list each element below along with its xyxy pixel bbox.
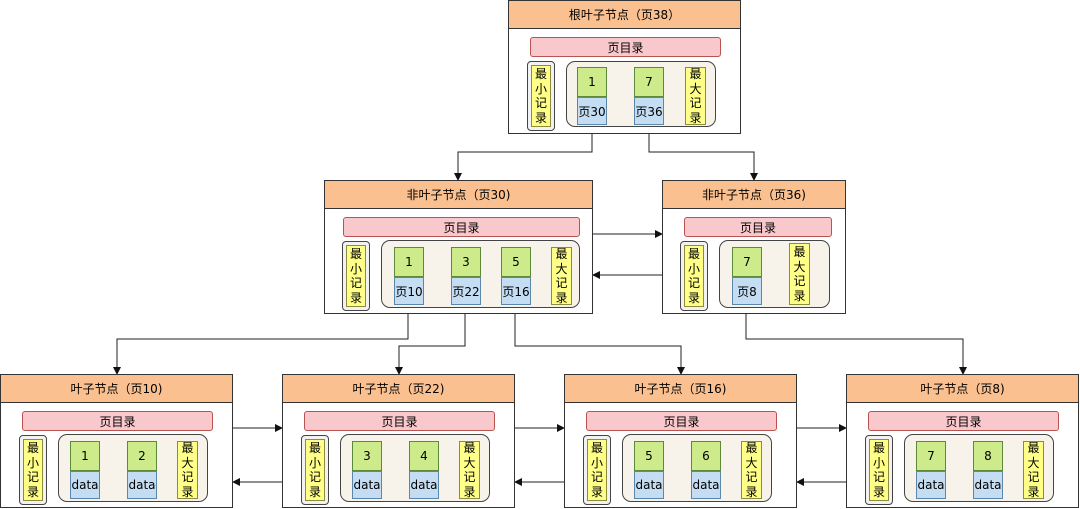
page-8-node: 叶子节点（页8) 页目录 最小记录 7 data 8 data 最大记录 bbox=[846, 374, 1079, 508]
record-key: 1 bbox=[394, 247, 424, 277]
record-key: 7 bbox=[634, 67, 664, 97]
page-22-title: 叶子节点（页22) bbox=[283, 375, 514, 403]
max-record: 最大记录 bbox=[459, 441, 480, 499]
min-record: 最小记录 bbox=[587, 439, 607, 501]
page-directory: 页目录 bbox=[22, 411, 213, 431]
record-key: 7 bbox=[916, 441, 946, 471]
record-key: 2 bbox=[127, 441, 157, 471]
record-key: 5 bbox=[634, 441, 664, 471]
min-record-box: 最小记录 bbox=[301, 435, 329, 505]
min-record: 最小记录 bbox=[23, 439, 43, 501]
min-record-box: 最小记录 bbox=[583, 435, 611, 505]
record-key: 5 bbox=[501, 247, 531, 277]
record-data: data bbox=[973, 471, 1003, 499]
record-child-pointer: 页16 bbox=[501, 277, 531, 305]
max-record: 最大记录 bbox=[551, 247, 572, 305]
page-directory: 页目录 bbox=[343, 217, 580, 237]
page-30-title: 非叶子节点（页30) bbox=[325, 181, 592, 209]
record-key: 1 bbox=[577, 67, 607, 97]
record-key: 7 bbox=[732, 247, 762, 277]
min-record: 最小记录 bbox=[684, 245, 704, 307]
record-key: 3 bbox=[352, 441, 382, 471]
max-record: 最大记录 bbox=[1023, 441, 1044, 499]
min-record: 最小记录 bbox=[531, 65, 551, 127]
min-record: 最小记录 bbox=[869, 439, 889, 501]
page-directory: 页目录 bbox=[304, 411, 495, 431]
page-10-node: 叶子节点（页10) 页目录 最小记录 1 data 2 data 最大记录 bbox=[0, 374, 233, 508]
max-record: 最大记录 bbox=[789, 243, 810, 305]
record-key: 3 bbox=[451, 247, 481, 277]
min-record: 最小记录 bbox=[305, 439, 325, 501]
record-child-pointer: 页10 bbox=[394, 277, 424, 305]
record-child-pointer: 页36 bbox=[634, 97, 664, 125]
page-directory: 页目录 bbox=[684, 217, 832, 237]
page-38-title: 根叶子节点（页38） bbox=[509, 1, 740, 29]
page-directory: 页目录 bbox=[868, 411, 1059, 431]
max-record: 最大记录 bbox=[685, 67, 706, 125]
record-data: data bbox=[409, 471, 439, 499]
record-child-pointer: 页30 bbox=[577, 97, 607, 125]
record-data: data bbox=[70, 471, 100, 499]
min-record-box: 最小记录 bbox=[342, 241, 370, 311]
page-10-title: 叶子节点（页10) bbox=[1, 375, 232, 403]
page-directory: 页目录 bbox=[586, 411, 777, 431]
record-child-pointer: 页22 bbox=[451, 277, 481, 305]
page-30-node: 非叶子节点（页30) 页目录 最小记录 1 页10 3 页22 5 页16 最大… bbox=[324, 180, 593, 314]
page-16-title: 叶子节点（页16) bbox=[565, 375, 796, 403]
record-data: data bbox=[352, 471, 382, 499]
page-8-title: 叶子节点（页8) bbox=[847, 375, 1078, 403]
min-record-box: 最小记录 bbox=[527, 61, 555, 131]
min-record: 最小记录 bbox=[346, 245, 366, 307]
min-record-box: 最小记录 bbox=[19, 435, 47, 505]
page-38-node: 根叶子节点（页38） 页目录 最小记录 1 页30 7 页36 最大记录 bbox=[508, 0, 741, 134]
max-record: 最大记录 bbox=[741, 441, 762, 499]
record-key: 8 bbox=[973, 441, 1003, 471]
page-36-title: 非叶子节点（页36) bbox=[663, 181, 845, 209]
page-36-node: 非叶子节点（页36) 页目录 最小记录 7 页8 最大记录 bbox=[662, 180, 846, 314]
record-data: data bbox=[916, 471, 946, 499]
record-key: 6 bbox=[691, 441, 721, 471]
min-record-box: 最小记录 bbox=[680, 241, 708, 311]
record-child-pointer: 页8 bbox=[732, 277, 762, 305]
record-data: data bbox=[127, 471, 157, 499]
max-record: 最大记录 bbox=[177, 441, 198, 499]
page-directory: 页目录 bbox=[530, 37, 721, 57]
page-22-node: 叶子节点（页22) 页目录 最小记录 3 data 4 data 最大记录 bbox=[282, 374, 515, 508]
page-16-node: 叶子节点（页16) 页目录 最小记录 5 data 6 data 最大记录 bbox=[564, 374, 797, 508]
record-key: 1 bbox=[70, 441, 100, 471]
min-record-box: 最小记录 bbox=[865, 435, 893, 505]
record-data: data bbox=[634, 471, 664, 499]
record-data: data bbox=[691, 471, 721, 499]
record-key: 4 bbox=[409, 441, 439, 471]
